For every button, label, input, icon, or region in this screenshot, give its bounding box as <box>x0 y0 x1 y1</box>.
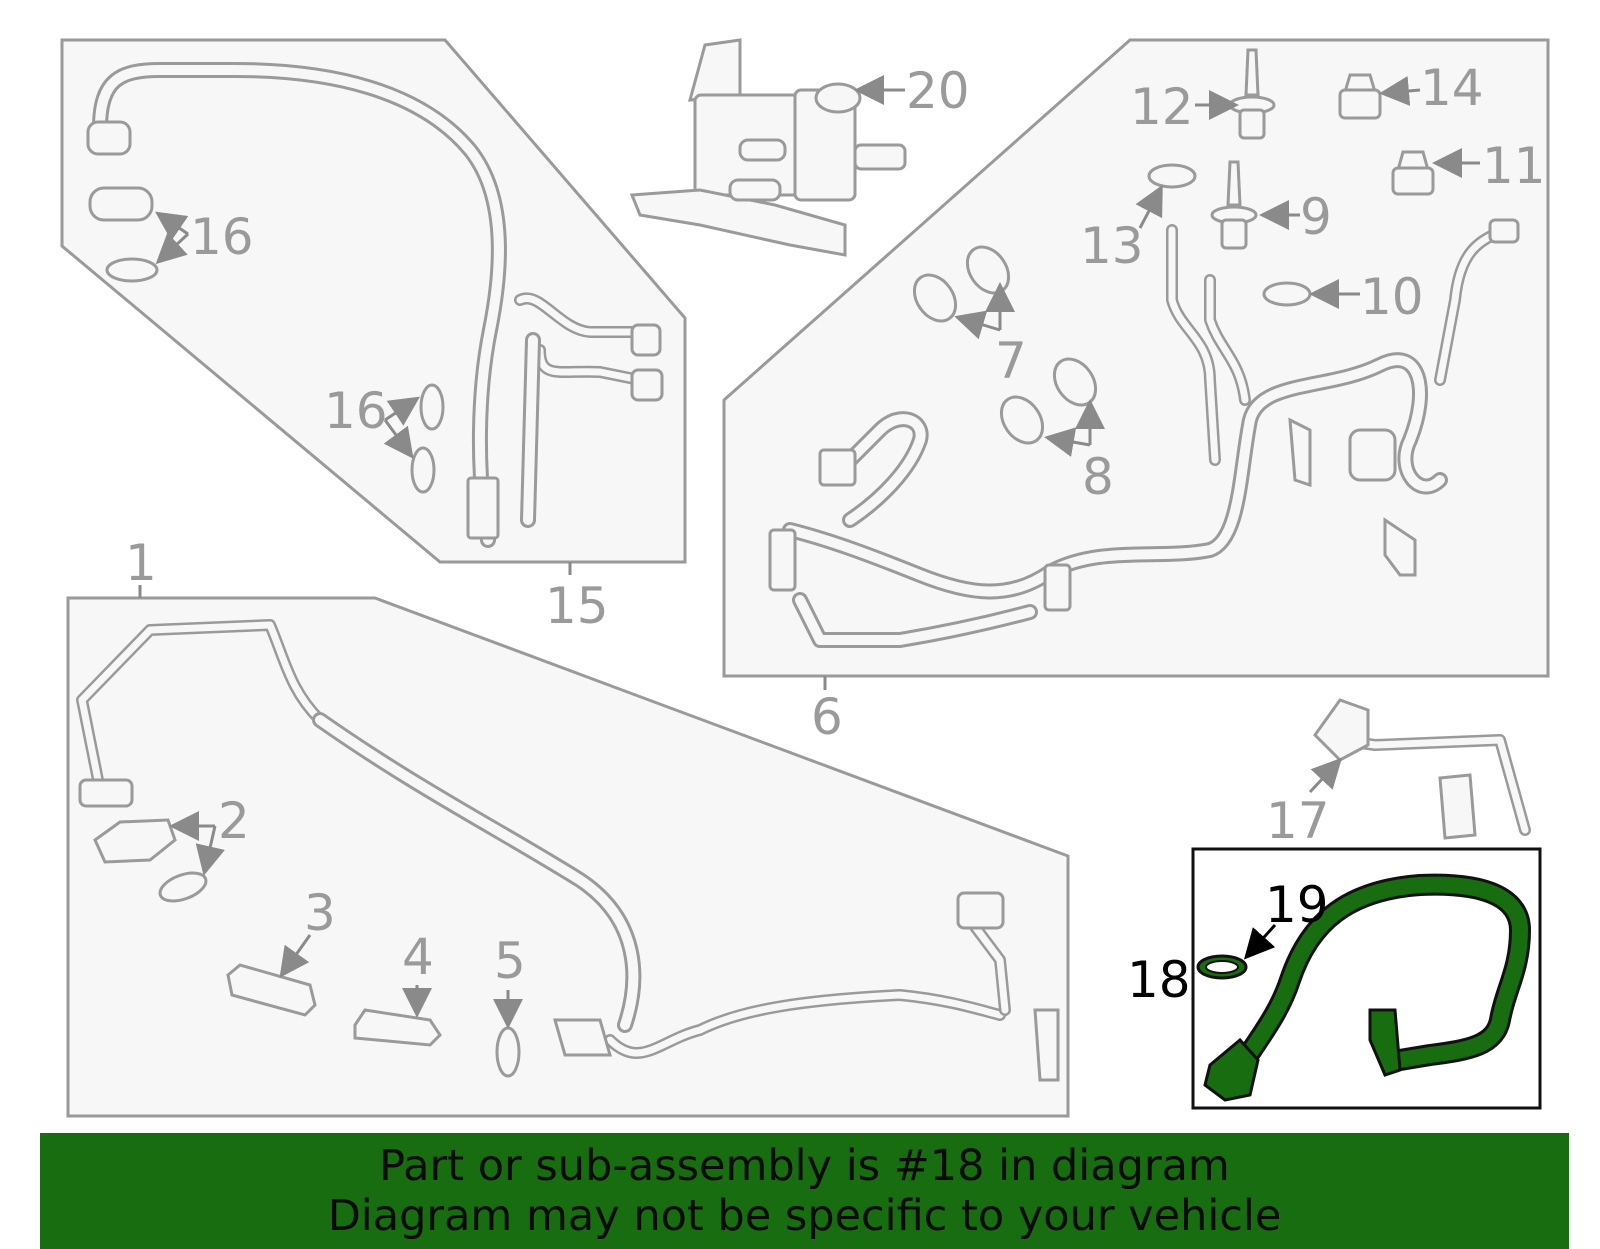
oring-16-bottom-set <box>410 383 445 494</box>
panel-6-assembly[interactable]: 7 8 6 <box>722 38 1550 746</box>
callout-6: 6 <box>811 688 843 746</box>
info-banner: Part or sub-assembly is #18 in diagram D… <box>40 1133 1569 1249</box>
callout-3: 3 <box>304 884 336 942</box>
oring-16-top-set <box>88 186 159 283</box>
part-13-oring[interactable]: 13 <box>1080 163 1197 275</box>
part-18-highlight-box[interactable]: 19 18 <box>1127 847 1542 1110</box>
callout-20: 20 <box>906 62 970 120</box>
part-20-valve[interactable]: 20 <box>629 38 970 257</box>
callout-4: 4 <box>402 928 434 986</box>
callout-10: 10 <box>1360 268 1424 326</box>
callout-15: 15 <box>545 577 609 635</box>
callout-1: 1 <box>125 534 157 592</box>
part-17-line[interactable]: 17 <box>1266 698 1531 850</box>
callout-19: 19 <box>1265 876 1329 934</box>
part-11-nut[interactable]: 11 <box>1391 137 1546 196</box>
callout-13: 13 <box>1080 217 1144 275</box>
callout-18: 18 <box>1127 951 1191 1009</box>
panel-15-assembly[interactable]: 16 16 15 <box>60 38 687 635</box>
callout-16-top: 16 <box>190 208 254 266</box>
panel-1-assembly[interactable]: 2 3 4 5 1 <box>66 534 1070 1118</box>
callout-9: 9 <box>1300 188 1332 246</box>
callout-2: 2 <box>218 792 250 850</box>
callout-7: 7 <box>995 332 1027 390</box>
callout-17: 17 <box>1266 792 1330 850</box>
part-3-sensor[interactable]: 3 <box>226 884 336 1017</box>
part-12-bolt[interactable]: 12 <box>1130 48 1276 140</box>
callout-14: 14 <box>1420 59 1484 117</box>
banner-line-1: Part or sub-assembly is #18 in diagram <box>379 1141 1230 1191</box>
callout-16-bottom: 16 <box>324 382 388 440</box>
part-9-bolt[interactable]: 9 <box>1210 160 1332 250</box>
banner-line-2: Diagram may not be specific to your vehi… <box>327 1191 1282 1241</box>
part-5-oring[interactable]: 5 <box>493 932 526 1078</box>
callout-11: 11 <box>1482 137 1546 195</box>
part-4-valve-core[interactable]: 4 <box>353 928 442 1047</box>
part-14-nut[interactable]: 14 <box>1338 59 1484 120</box>
part-10-oring[interactable]: 10 <box>1262 268 1424 326</box>
callout-12: 12 <box>1130 78 1194 136</box>
callout-8: 8 <box>1082 448 1114 506</box>
callout-5: 5 <box>494 932 526 990</box>
